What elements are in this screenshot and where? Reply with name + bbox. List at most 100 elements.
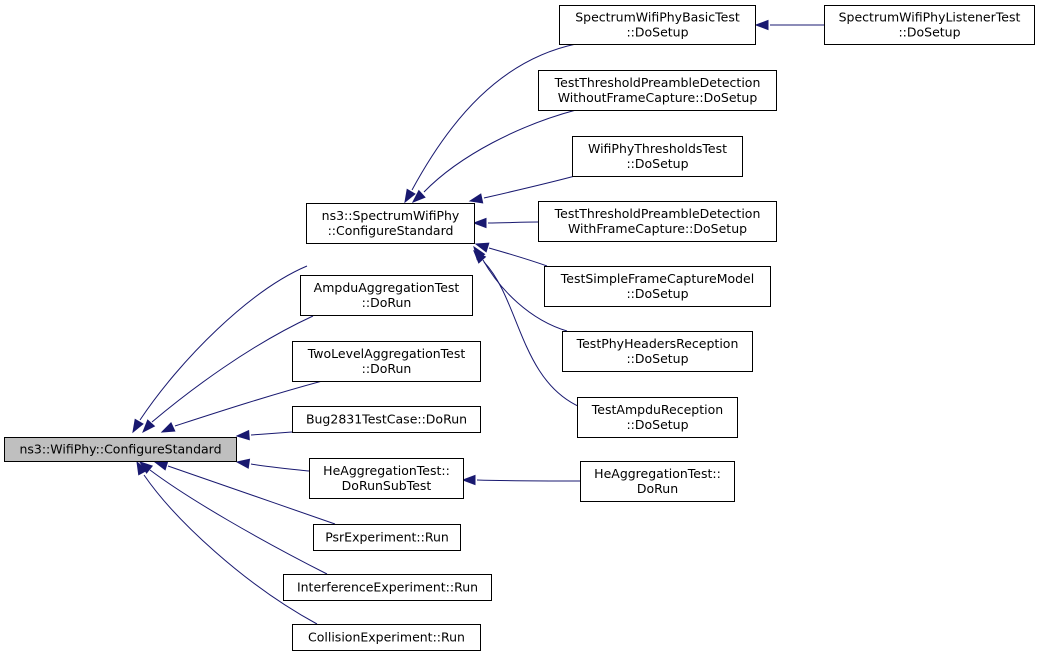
node-label-line: HeAggregationTest::	[594, 466, 721, 481]
node-thr-without[interactable]: TestThresholdPreambleDetectionWithoutFra…	[538, 70, 777, 111]
arrowhead-he_run-to-he_sub	[461, 474, 476, 486]
node-box	[824, 5, 1035, 45]
node-label-line: ::DoSetup	[626, 351, 688, 366]
node-twolevel[interactable]: TwoLevelAggregationTest::DoRun	[292, 341, 481, 382]
node-root[interactable]: ns3::WifiPhy::ConfigureStandard	[4, 437, 237, 462]
node-box	[300, 275, 473, 316]
node-collision[interactable]: CollisionExperiment::Run	[292, 624, 481, 651]
node-box	[283, 574, 492, 601]
edge-interference-to-root	[149, 469, 328, 575]
node-basic[interactable]: SpectrumWifiPhyBasicTest::DoSetup	[559, 5, 756, 45]
node-label-line: ::DoRun	[362, 295, 412, 310]
arrowhead-spectrum-to-root	[132, 418, 144, 434]
node-label-line: SpectrumWifiPhyBasicTest	[575, 10, 740, 25]
node-box	[577, 397, 738, 438]
node-box	[572, 136, 743, 177]
node-bug2831[interactable]: Bug2831TestCase::DoRun	[292, 406, 481, 433]
node-box	[4, 437, 237, 462]
node-box	[309, 458, 464, 499]
node-label-line: InterferenceExperiment::Run	[297, 580, 478, 595]
node-box	[559, 5, 756, 45]
node-label-line: ::DoSetup	[898, 25, 960, 40]
node-label-line: ::DoSetup	[626, 417, 688, 432]
edge-thr_with-to-spectrum	[487, 221, 539, 224]
node-label-line: DoRunSubTest	[342, 478, 432, 493]
node-he-sub[interactable]: HeAggregationTest::DoRunSubTest	[309, 458, 464, 499]
node-thr-with[interactable]: TestThresholdPreambleDetectionWithFrameC…	[538, 201, 777, 242]
node-thresholds[interactable]: WifiPhyThresholdsTest::DoSetup	[572, 136, 743, 177]
edge-simple_capture-to-spectrum	[488, 247, 548, 267]
node-psr[interactable]: PsrExperiment::Run	[313, 524, 461, 551]
arrowhead-thresholds-to-spectrum	[468, 193, 484, 204]
edge-he_run-to-he_sub	[476, 479, 581, 482]
arrowhead-he_sub-to-root	[235, 458, 251, 469]
node-simple-capture[interactable]: TestSimpleFrameCaptureModel::DoSetup	[544, 266, 771, 307]
node-label-line: TestPhyHeadersReception	[576, 336, 739, 351]
node-box	[306, 203, 475, 244]
edge-collision-to-root	[143, 474, 318, 625]
node-label-line: ::DoSetup	[626, 25, 688, 40]
node-label-line: WithFrameCapture::DoSetup	[568, 221, 747, 236]
node-label-line: ::DoSetup	[626, 286, 688, 301]
graph-nodes: ns3::WifiPhy::ConfigureStandard ns3::Spec…	[4, 5, 1035, 651]
arrowhead-basic-to-spectrum	[404, 188, 416, 204]
arrowhead-bug2831-to-root	[235, 429, 250, 441]
edge-he_sub-to-root	[250, 463, 310, 472]
node-he-run[interactable]: HeAggregationTest::DoRun	[580, 461, 735, 502]
edge-bug2831-to-root	[250, 431, 293, 436]
node-interference[interactable]: InterferenceExperiment::Run	[283, 574, 492, 601]
node-box	[544, 266, 771, 307]
arrowhead-ampdu_agg-to-root	[142, 419, 156, 434]
edge-headers-to-spectrum	[482, 259, 568, 332]
node-label-line: Bug2831TestCase::DoRun	[306, 412, 467, 427]
node-label-line: WifiPhyThresholdsTest	[588, 141, 727, 156]
node-label-line: WithoutFrameCapture::DoSetup	[558, 90, 758, 105]
node-spectrum[interactable]: ns3::SpectrumWifiPhy::ConfigureStandard	[306, 203, 475, 244]
node-box	[538, 201, 777, 242]
node-box	[292, 406, 481, 433]
node-label-line: CollisionExperiment::Run	[308, 630, 465, 645]
node-headers[interactable]: TestPhyHeadersReception::DoSetup	[562, 331, 753, 372]
edge-spectrum-to-root	[139, 265, 308, 421]
edge-thr_without-to-spectrum	[423, 109, 577, 193]
edge-ampdu_rx-to-spectrum	[483, 261, 581, 408]
node-ampdu-rx[interactable]: TestAmpduReception::DoSetup	[577, 397, 738, 438]
arrowhead-ampdu_rx-to-spectrum	[473, 249, 487, 264]
node-ampdu-agg[interactable]: AmpduAggregationTest::DoRun	[300, 275, 473, 316]
node-label-line: TestThresholdPreambleDetection	[554, 206, 761, 221]
edge-basic-to-spectrum	[411, 43, 577, 191]
node-label-line: ::ConfigureStandard	[328, 223, 454, 238]
node-box	[313, 524, 461, 551]
arrowhead-psr-to-root	[153, 460, 169, 471]
edge-twolevel-to-root	[174, 379, 327, 427]
node-box	[580, 461, 735, 502]
arrowhead-thr_with-to-spectrum	[472, 217, 487, 229]
node-label-line: TestAmpduReception	[591, 402, 723, 417]
edge-thresholds-to-spectrum	[483, 175, 576, 199]
node-label-line: SpectrumWifiPhyListenerTest	[839, 10, 1021, 25]
node-label-line: ns3::WifiPhy::ConfigureStandard	[19, 442, 221, 457]
node-box	[538, 70, 777, 111]
arrowhead-listener-to-basic	[754, 19, 769, 31]
node-box	[562, 331, 753, 372]
graph-edges	[132, 19, 824, 625]
node-label-line: TestThresholdPreambleDetection	[554, 75, 761, 90]
node-label-line: ::DoSetup	[626, 156, 688, 171]
node-label-line: TestSimpleFrameCaptureModel	[560, 271, 754, 286]
node-box	[292, 341, 481, 382]
node-label-line: DoRun	[637, 481, 678, 496]
arrowhead-collision-to-root	[136, 460, 148, 476]
node-label-line: ::DoRun	[362, 361, 412, 376]
arrowhead-thr_without-to-spectrum	[411, 189, 426, 203]
node-label-line: PsrExperiment::Run	[325, 530, 449, 545]
edge-ampdu_agg-to-root	[151, 315, 314, 423]
node-listener[interactable]: SpectrumWifiPhyListenerTest::DoSetup	[824, 5, 1035, 45]
node-label-line: TwoLevelAggregationTest	[307, 346, 466, 361]
node-label-line: HeAggregationTest::	[323, 463, 450, 478]
edge-psr-to-root	[167, 465, 336, 525]
node-box	[292, 624, 481, 651]
arrowhead-simple_capture-to-spectrum	[474, 242, 490, 253]
arrowhead-twolevel-to-root	[160, 422, 176, 433]
node-label-line: ns3::SpectrumWifiPhy	[322, 208, 460, 223]
